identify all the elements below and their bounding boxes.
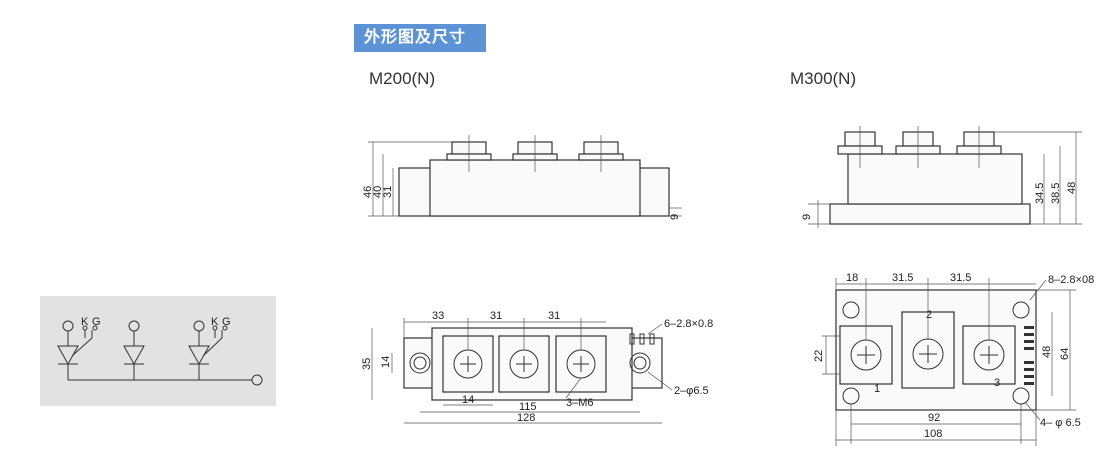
- m300-side-view: 9 34.5 38.5 48: [801, 126, 1082, 228]
- m200-dim-31b: 31: [548, 310, 560, 322]
- m200-note-pins: 6–2.8×0.8: [664, 318, 713, 330]
- m300-dim-22: 22: [813, 350, 825, 362]
- m300-dim-48: 48: [1066, 182, 1078, 194]
- label-k2: K: [211, 316, 219, 328]
- m300-dim-108: 108: [924, 428, 942, 440]
- m300-dim-92: 92: [928, 412, 940, 424]
- section-title: 外形图及尺寸: [354, 24, 486, 52]
- label-g1: G: [92, 316, 101, 328]
- m300-note-pins: 8–2.8×08: [1048, 274, 1094, 286]
- m300-dim-9: 9: [801, 214, 813, 220]
- m300-dim-38-5: 38.5: [1050, 183, 1062, 204]
- m300-top-view: 1 2 3 18 31.5 31.5 22 48: [813, 272, 1094, 446]
- m200-dim-128: 128: [517, 412, 535, 424]
- circuit-schematic-panel: [40, 296, 276, 406]
- m200-dim-31: 31: [382, 186, 394, 198]
- m200-dim-46: 46: [362, 186, 374, 198]
- m200-dim-40: 40: [372, 186, 384, 198]
- label-g2: G: [222, 316, 231, 328]
- m200-dim-35: 35: [361, 358, 373, 370]
- m300-terminal-3: 3: [994, 377, 1000, 389]
- m200-dim-9: 9: [669, 214, 681, 220]
- m200-dim-14-vert: 14: [380, 356, 392, 368]
- m200-dim-115: 115: [519, 401, 537, 413]
- m200-side-view: 46 40 31 9: [362, 135, 682, 220]
- model-label-m200: M200(N): [369, 69, 436, 88]
- model-label-m300: M300(N): [790, 69, 857, 88]
- circuit-schematic: K G K G: [57, 316, 263, 386]
- label-k1: K: [81, 316, 89, 328]
- m300-terminal-2: 2: [926, 309, 932, 321]
- m200-dim-31a: 31: [490, 310, 502, 322]
- m200-dim-33: 33: [432, 310, 444, 322]
- m300-dim-34-5: 34.5: [1034, 183, 1046, 204]
- m200-note-holes: 2–φ6.5: [674, 385, 709, 397]
- m300-dim-31-5b: 31.5: [950, 272, 971, 284]
- m300-dim-64: 64: [1059, 348, 1071, 360]
- m200-note-m6: 3–M6: [566, 397, 594, 409]
- m300-dim-18: 18: [846, 272, 858, 284]
- m300-dim-31-5a: 31.5: [892, 272, 913, 284]
- m300-terminal-1: 1: [874, 383, 880, 395]
- m300-note-holes: 4– φ 6.5: [1040, 417, 1081, 429]
- m300-dim-48-top: 48: [1041, 346, 1053, 358]
- m200-dim-14: 14: [462, 394, 474, 406]
- m200-top-view: 33 31 31 35 14 14 115 128 6–2.8×0.8 2–φ6…: [361, 310, 713, 424]
